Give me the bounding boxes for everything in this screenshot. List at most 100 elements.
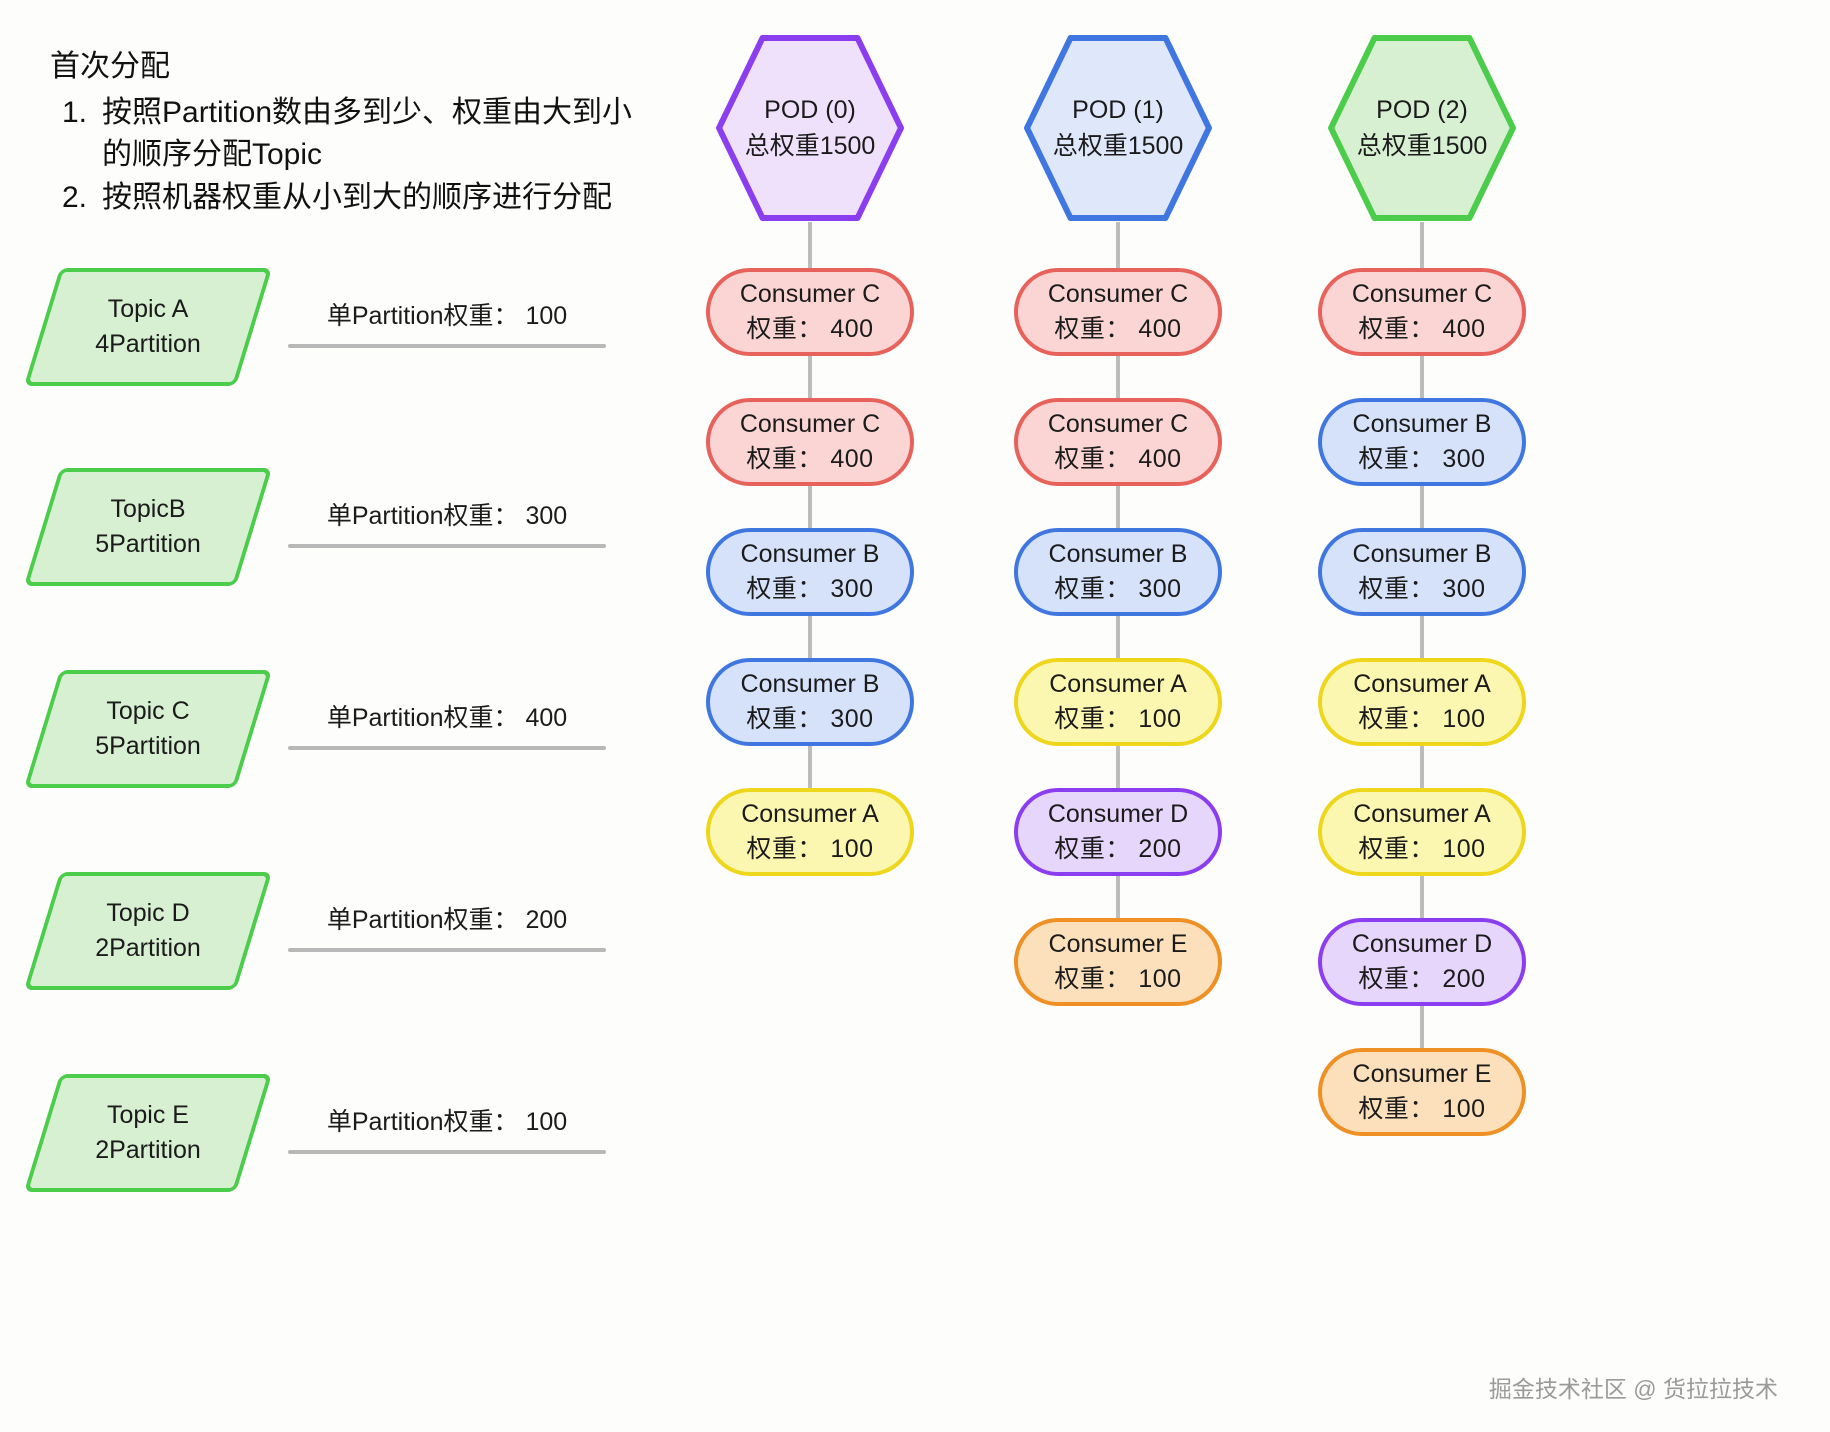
consumer-node[interactable]: Consumer C 权重： 400 bbox=[706, 268, 914, 356]
consumer-weight: 权重： 100 bbox=[1358, 705, 1486, 733]
consumer-node[interactable]: Consumer C 权重： 400 bbox=[706, 398, 914, 486]
pod-hexagon[interactable]: POD (2)总权重1500 bbox=[1327, 34, 1517, 222]
consumer-node[interactable]: Consumer C 权重： 400 bbox=[1014, 268, 1222, 356]
hexagon-icon bbox=[1328, 35, 1516, 221]
consumer-node[interactable]: Consumer B 权重： 300 bbox=[1318, 398, 1526, 486]
consumer-weight: 权重： 100 bbox=[1054, 705, 1182, 733]
consumer-node[interactable]: Consumer A 权重： 100 bbox=[1318, 658, 1526, 746]
hexagon-icon bbox=[716, 35, 904, 221]
consumer-name: Consumer B bbox=[740, 539, 880, 568]
connector-line bbox=[1420, 746, 1424, 788]
consumer-weight: 权重： 100 bbox=[1358, 1095, 1486, 1123]
connector-line bbox=[1116, 486, 1120, 528]
divider-line bbox=[288, 544, 606, 548]
connector-line bbox=[1116, 876, 1120, 918]
consumer-node[interactable]: Consumer D 权重： 200 bbox=[1318, 918, 1526, 1006]
legend-rule-line1: 按照Partition数由多到少、权重由大到小 bbox=[102, 95, 633, 129]
consumer-name: Consumer C bbox=[739, 409, 881, 438]
consumer-name: Consumer A bbox=[741, 799, 879, 828]
consumer-weight: 权重： 100 bbox=[746, 835, 874, 863]
consumer-name: Consumer A bbox=[1049, 669, 1187, 698]
connector-line bbox=[1420, 616, 1424, 658]
pod-hexagon[interactable]: POD (1)总权重1500 bbox=[1023, 34, 1213, 222]
consumer-name: Consumer C bbox=[1351, 279, 1493, 308]
allocation-rules-panel: 首次分配 1. 按照Partition数由多到少、权重由大到小 的顺序分配Top… bbox=[0, 0, 730, 1432]
consumer-name: Consumer E bbox=[1048, 929, 1188, 958]
consumer-weight: 权重： 400 bbox=[746, 445, 874, 473]
consumer-weight: 权重： 300 bbox=[1054, 575, 1182, 603]
consumer-weight: 权重： 300 bbox=[746, 705, 874, 733]
legend-rule-number: 2. bbox=[62, 180, 88, 214]
consumer-name: Consumer D bbox=[1047, 799, 1189, 828]
consumer-name: Consumer E bbox=[1352, 1059, 1492, 1088]
consumer-name: Consumer A bbox=[1353, 669, 1491, 698]
topic-parallelogram bbox=[23, 268, 273, 386]
topic-row: Topic E 2Partition 单Partition权重： 100 bbox=[0, 1074, 700, 1192]
topic-weight-note: 单Partition权重： 300 bbox=[288, 496, 606, 548]
consumer-node[interactable]: Consumer B 权重： 300 bbox=[1014, 528, 1222, 616]
connector-line bbox=[1116, 616, 1120, 658]
consumer-node[interactable]: Consumer D 权重： 200 bbox=[1014, 788, 1222, 876]
connector-line bbox=[1420, 356, 1424, 398]
divider-line bbox=[288, 1150, 606, 1154]
hexagon-icon bbox=[1024, 35, 1212, 221]
topic-row: Topic D 2Partition 单Partition权重： 200 bbox=[0, 872, 700, 990]
consumer-name: Consumer B bbox=[1352, 539, 1492, 568]
divider-line bbox=[288, 344, 606, 348]
consumer-node[interactable]: Consumer E 权重： 100 bbox=[1318, 1048, 1526, 1136]
topic-row: TopicB 5Partition 单Partition权重： 300 bbox=[0, 468, 700, 586]
legend-title: 首次分配 bbox=[50, 50, 170, 83]
consumer-node[interactable]: Consumer C 权重： 400 bbox=[1318, 268, 1526, 356]
connector-line bbox=[1116, 222, 1120, 268]
topic-weight-text: 单Partition权重： 100 bbox=[326, 1108, 568, 1136]
consumer-node[interactable]: Consumer B 权重： 300 bbox=[706, 528, 914, 616]
consumer-weight: 权重： 100 bbox=[1358, 835, 1486, 863]
topic-parallelogram bbox=[23, 872, 273, 990]
consumer-name: Consumer D bbox=[1351, 929, 1493, 958]
topic-weight-text: 单Partition权重： 400 bbox=[326, 704, 568, 732]
consumer-node[interactable]: Consumer A 权重： 100 bbox=[706, 788, 914, 876]
topic-weight-note: 单Partition权重： 100 bbox=[288, 1102, 606, 1154]
legend-rule-line1: 按照机器权重从小到大的顺序进行分配 bbox=[102, 180, 612, 214]
consumer-weight: 权重： 200 bbox=[1054, 835, 1182, 863]
consumer-name: Consumer C bbox=[1047, 279, 1189, 308]
divider-line bbox=[288, 746, 606, 750]
connector-line bbox=[808, 616, 812, 658]
divider-line bbox=[288, 948, 606, 952]
topic-weight-note: 单Partition权重： 100 bbox=[288, 296, 606, 348]
consumer-weight: 权重： 400 bbox=[746, 315, 874, 343]
consumer-name: Consumer B bbox=[1048, 539, 1188, 568]
watermark: 掘金技术社区 @ 货拉拉技术 bbox=[1488, 1376, 1778, 1402]
connector-line bbox=[1420, 222, 1424, 268]
consumer-node[interactable]: Consumer A 权重： 100 bbox=[1014, 658, 1222, 746]
legend-rule-number: 1. bbox=[62, 95, 88, 129]
topic-weight-text: 单Partition权重： 300 bbox=[326, 502, 568, 530]
connector-line bbox=[1420, 876, 1424, 918]
consumer-node[interactable]: Consumer A 权重： 100 bbox=[1318, 788, 1526, 876]
connector-line bbox=[808, 486, 812, 528]
consumer-weight: 权重： 400 bbox=[1054, 315, 1182, 343]
legend-rule-item: 1. 按照Partition数由多到少、权重由大到小 的顺序分配Topic bbox=[50, 92, 710, 177]
consumer-node[interactable]: Consumer B 权重： 300 bbox=[706, 658, 914, 746]
consumer-weight: 权重： 300 bbox=[746, 575, 874, 603]
connector-line bbox=[808, 746, 812, 788]
consumer-weight: 权重： 300 bbox=[1358, 445, 1486, 473]
topic-parallelogram bbox=[23, 1074, 273, 1192]
legend-rule-item: 2. 按照机器权重从小到大的顺序进行分配 bbox=[50, 177, 710, 220]
topic-row: Topic C 5Partition 单Partition权重： 400 bbox=[0, 670, 700, 788]
consumer-weight: 权重： 100 bbox=[1054, 965, 1182, 993]
consumer-name: Consumer C bbox=[739, 279, 881, 308]
consumer-name: Consumer B bbox=[1352, 409, 1492, 438]
consumer-node[interactable]: Consumer E 权重： 100 bbox=[1014, 918, 1222, 1006]
consumer-weight: 权重： 400 bbox=[1358, 315, 1486, 343]
consumer-name: Consumer B bbox=[740, 669, 880, 698]
consumer-name: Consumer A bbox=[1353, 799, 1491, 828]
pod-hexagon[interactable]: POD (0)总权重1500 bbox=[715, 34, 905, 222]
consumer-weight: 权重： 200 bbox=[1358, 965, 1486, 993]
connector-line bbox=[1116, 356, 1120, 398]
